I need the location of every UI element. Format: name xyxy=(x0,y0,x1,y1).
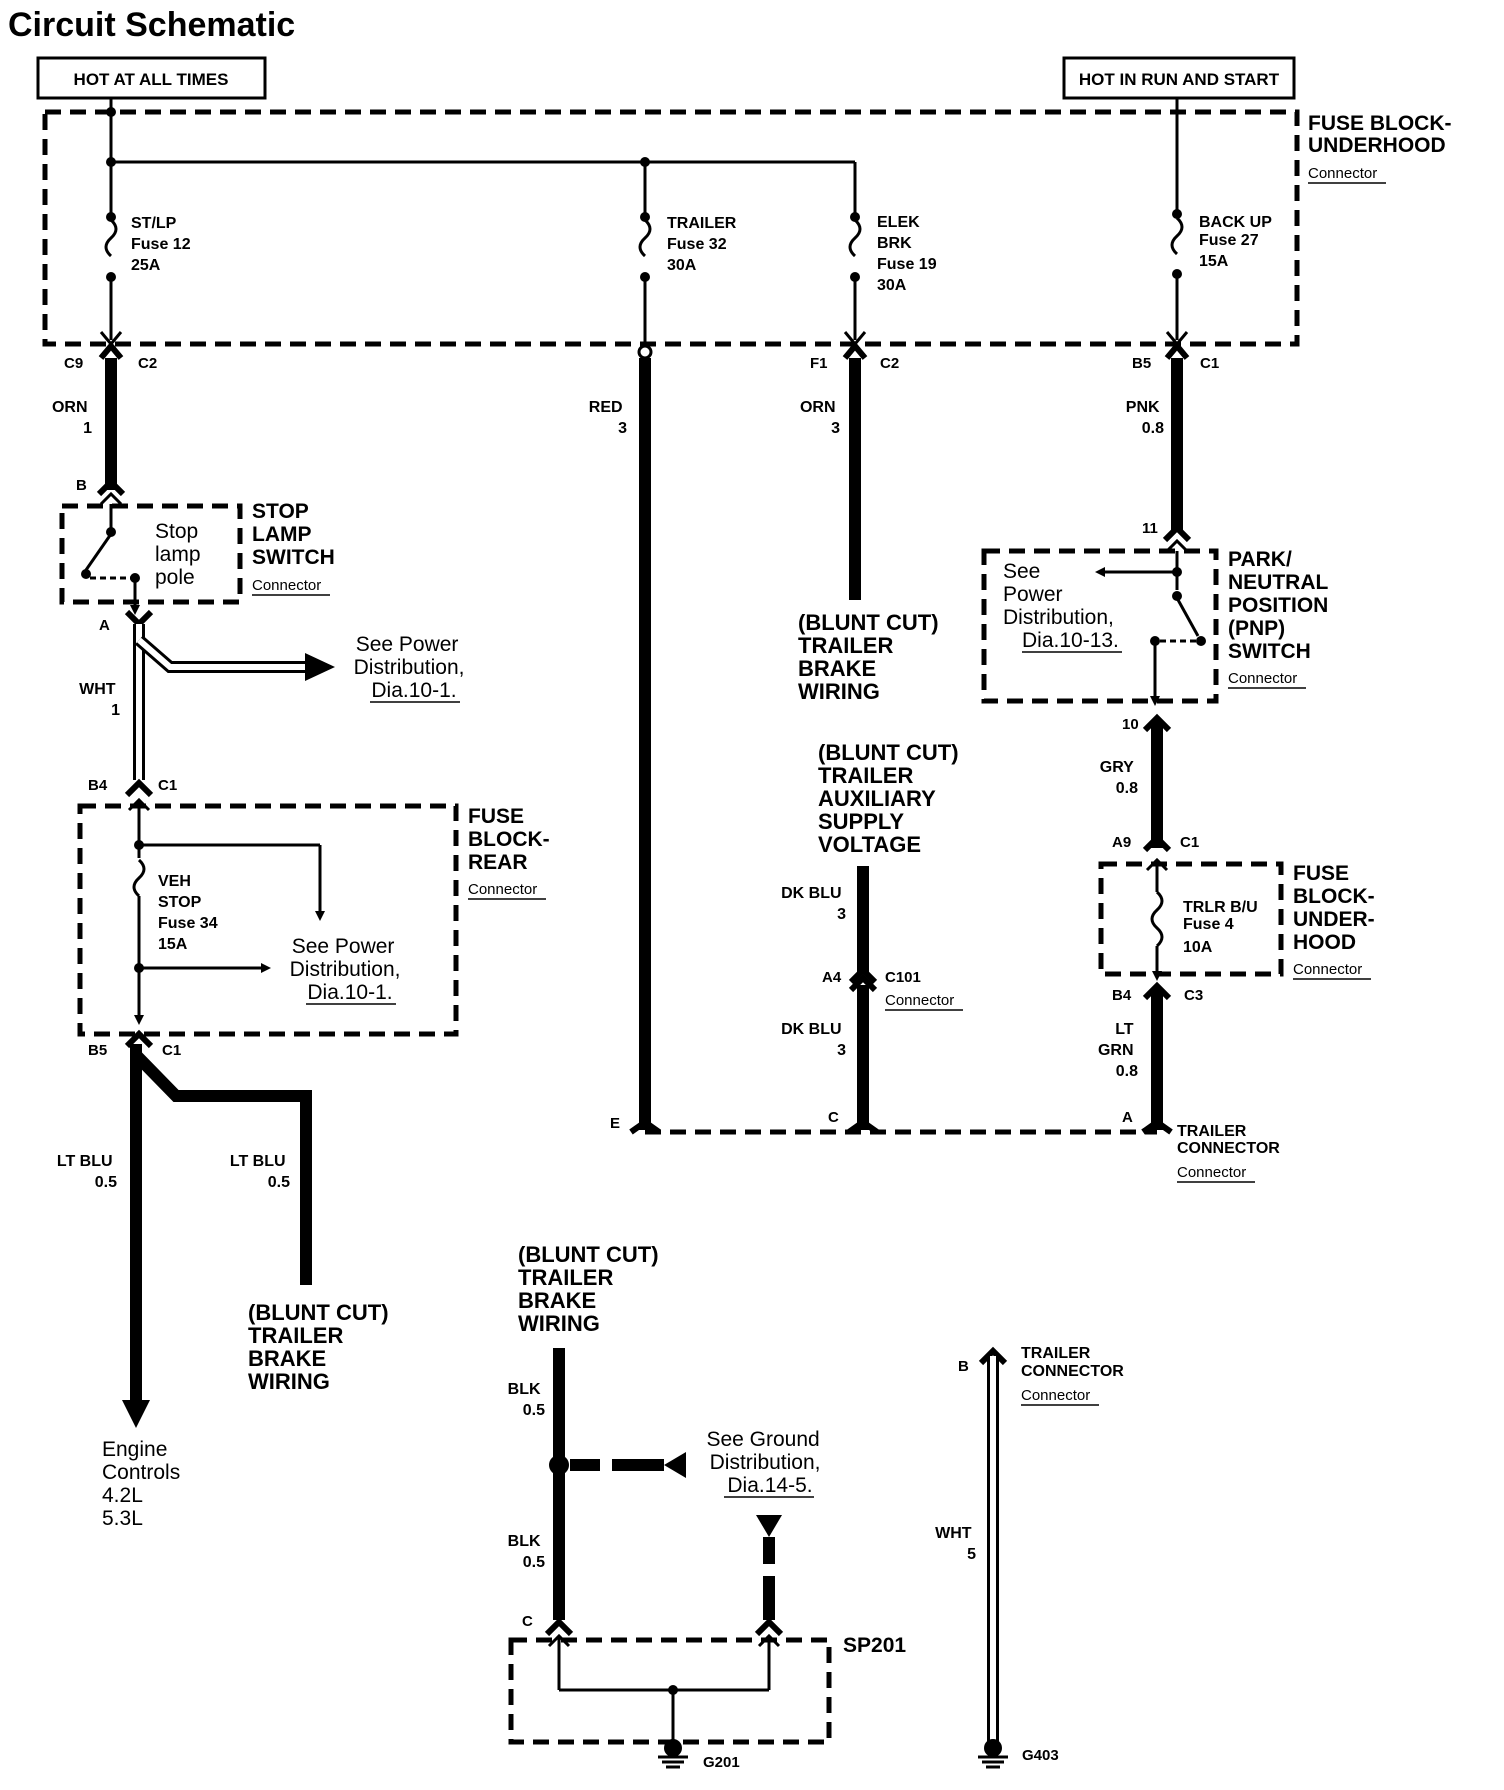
pin-c1-top: C1 xyxy=(1200,355,1219,372)
pin-c2-right: C2 xyxy=(880,355,899,372)
fuse-4-label: TRLR B/U Fuse 4 10A xyxy=(1183,899,1262,956)
hot-at-all-times-box xyxy=(36,56,267,100)
wire-wht-1-label: WHT 1 xyxy=(79,681,120,719)
wire-lt-blu-1-label: LT BLU 0.5 xyxy=(57,1153,117,1191)
pin-c9: C9 xyxy=(64,355,83,372)
pin-c2-left: C2 xyxy=(138,355,157,372)
pnp-switch-connector: Connector xyxy=(1228,670,1297,687)
ground-g403-label: G403 xyxy=(1022,1747,1059,1764)
blunt-cut-aux: (BLUNT CUT) TRAILER AUXILIARY SUPPLY VOL… xyxy=(818,740,965,857)
pin-b4: B4 xyxy=(88,777,108,794)
fuse-block-rear-connector: Connector xyxy=(468,881,537,898)
pnp-switch-title: PARK/ NEUTRAL POSITION (PNP) SWITCH xyxy=(1228,548,1334,663)
trailer-connector-title: TRAILER CONNECTOR xyxy=(1177,1123,1280,1157)
pin-c1-rear: C1 xyxy=(158,777,177,794)
fuse-12-symbol xyxy=(104,162,118,340)
wire-dk-blu-2-label: DK BLU 3 xyxy=(781,1021,846,1059)
fuse-27-label: BACK UP Fuse 27 15A xyxy=(1199,214,1276,270)
pin-b5: B5 xyxy=(1132,355,1151,372)
wire-orn-3-label: ORN 3 xyxy=(800,399,840,437)
sp201-label: SP201 xyxy=(843,1634,906,1657)
see-power-dist-1: See Power Distribution, Dia.10-1. xyxy=(354,633,471,702)
pin-e: E xyxy=(610,1115,620,1132)
ground-g201-icon xyxy=(658,1739,688,1769)
blunt-cut-brake-1: (BLUNT CUT) TRAILER BRAKE WIRING xyxy=(248,1300,395,1394)
fuse-34-label: VEH STOP Fuse 34 15A xyxy=(158,873,222,953)
wire-wht-1 xyxy=(133,624,335,780)
sp201-splice xyxy=(547,1633,781,1742)
blunt-cut-brake-2: (BLUNT CUT) TRAILER BRAKE WIRING xyxy=(798,610,945,704)
pin-c1-rear-bottom: C1 xyxy=(162,1042,181,1059)
pin-b: B xyxy=(76,477,87,494)
fuse-block-underhood-2-box xyxy=(1098,861,1284,977)
wire-red-3-label: RED 3 xyxy=(589,399,627,437)
stop-lamp-pole-text: Stop lamp pole xyxy=(155,520,206,589)
trailer-connector-b-title: TRAILER CONNECTOR xyxy=(1021,1345,1124,1380)
fuse-34-symbol xyxy=(127,797,325,1025)
wire-pnk-label: PNK 0.8 xyxy=(1126,399,1164,437)
fuse-block-underhood-connector: Connector xyxy=(1308,165,1377,182)
pin-a-trailer: A xyxy=(1122,1109,1133,1126)
fuse-block-underhood-2-connector: Connector xyxy=(1293,961,1362,978)
stop-lamp-switch-box xyxy=(59,503,243,605)
trailer-connector-b-connector: Connector xyxy=(1021,1387,1090,1404)
fuse-4-symbol xyxy=(1145,857,1169,981)
fuse-block-rear-box xyxy=(77,803,459,1037)
c101-connector: Connector xyxy=(885,992,954,1009)
pnp-switch-box xyxy=(981,548,1219,704)
fuse-block-rear-title: FUSE BLOCK- REAR xyxy=(468,805,556,874)
ground-g201-label: G201 xyxy=(703,1754,740,1771)
pin-c: C xyxy=(828,1109,839,1126)
fuse-block-underhood-2-title: FUSE BLOCK- UNDER- HOOD xyxy=(1293,862,1381,954)
wire-gry-label: GRY 0.8 xyxy=(1100,759,1138,797)
pin-b5-rear: B5 xyxy=(88,1042,107,1059)
hot-in-run-box xyxy=(1062,56,1296,100)
pnp-see-power-dist: See Power Distribution, Dia.10-13. xyxy=(1003,560,1120,652)
fuse-32-symbol xyxy=(638,162,652,348)
wire-wht-5-label: WHT 5 xyxy=(935,1525,976,1563)
wire-lt-grn-label: LT GRN 0.8 xyxy=(1098,1021,1138,1080)
pin-c3: C3 xyxy=(1184,987,1203,1004)
wire-dk-blu-1-label: DK BLU 3 xyxy=(781,885,846,923)
pin-c1-lower: C1 xyxy=(1180,834,1199,851)
blunt-cut-brake-3: (BLUNT CUT) TRAILER BRAKE WIRING xyxy=(518,1242,665,1336)
trailer-connector-connector: Connector xyxy=(1177,1164,1246,1181)
wire-lt-blu-2-label: LT BLU 0.5 xyxy=(230,1153,290,1191)
fuse-19-label: ELEK BRK Fuse 19 30A xyxy=(877,214,941,294)
see-ground-dist: See Ground Distribution, Dia.14-5. xyxy=(706,1428,826,1497)
ground-g403-icon xyxy=(978,1739,1008,1769)
stop-lamp-switch-symbol xyxy=(81,504,140,615)
pin-a: A xyxy=(99,617,110,634)
fuse-block-underhood-box xyxy=(42,109,1300,347)
pin-c101: C101 xyxy=(885,969,921,986)
wire-blk-1-label: BLK 0.5 xyxy=(508,1381,545,1419)
fuse-32-label: TRAILER Fuse 32 30A xyxy=(667,215,741,274)
pin-b4-lower: B4 xyxy=(1112,987,1132,1004)
engine-controls-text: Engine Controls 4.2L 5.3L xyxy=(102,1438,186,1530)
fuse-27-symbol xyxy=(1170,209,1184,340)
pin-c-sp201: C xyxy=(522,1613,533,1630)
pin-10: 10 xyxy=(1122,716,1139,733)
fuse-19-symbol xyxy=(848,162,862,340)
pin-f1: F1 xyxy=(810,355,828,372)
stop-lamp-switch-title: STOP LAMP SWITCH xyxy=(252,500,335,569)
page-title: Circuit Schematic xyxy=(8,6,295,44)
hot-at-all-times-label: HOT AT ALL TIMES xyxy=(74,70,229,89)
wire-orn-1-label: ORN 1 xyxy=(52,399,92,437)
wire-blk-2-label: BLK 0.5 xyxy=(508,1533,545,1571)
pin-b-trailer: B xyxy=(958,1358,969,1375)
pin-11: 11 xyxy=(1142,520,1158,537)
wire-lt-blu xyxy=(122,1044,312,1428)
pnp-switch-symbol xyxy=(1095,551,1206,706)
stop-lamp-switch-connector: Connector xyxy=(252,577,321,594)
pin-a4: A4 xyxy=(822,969,842,986)
pin-a9: A9 xyxy=(1112,834,1131,851)
fuse-block-underhood-title: FUSE BLOCK- UNDERHOOD xyxy=(1308,112,1457,157)
see-power-dist-2: See Power Distribution, Dia.10-1. xyxy=(290,935,407,1004)
fuse-12-label: ST/LP Fuse 12 25A xyxy=(131,215,195,274)
hot-in-run-label: HOT IN RUN AND START xyxy=(1079,70,1280,89)
